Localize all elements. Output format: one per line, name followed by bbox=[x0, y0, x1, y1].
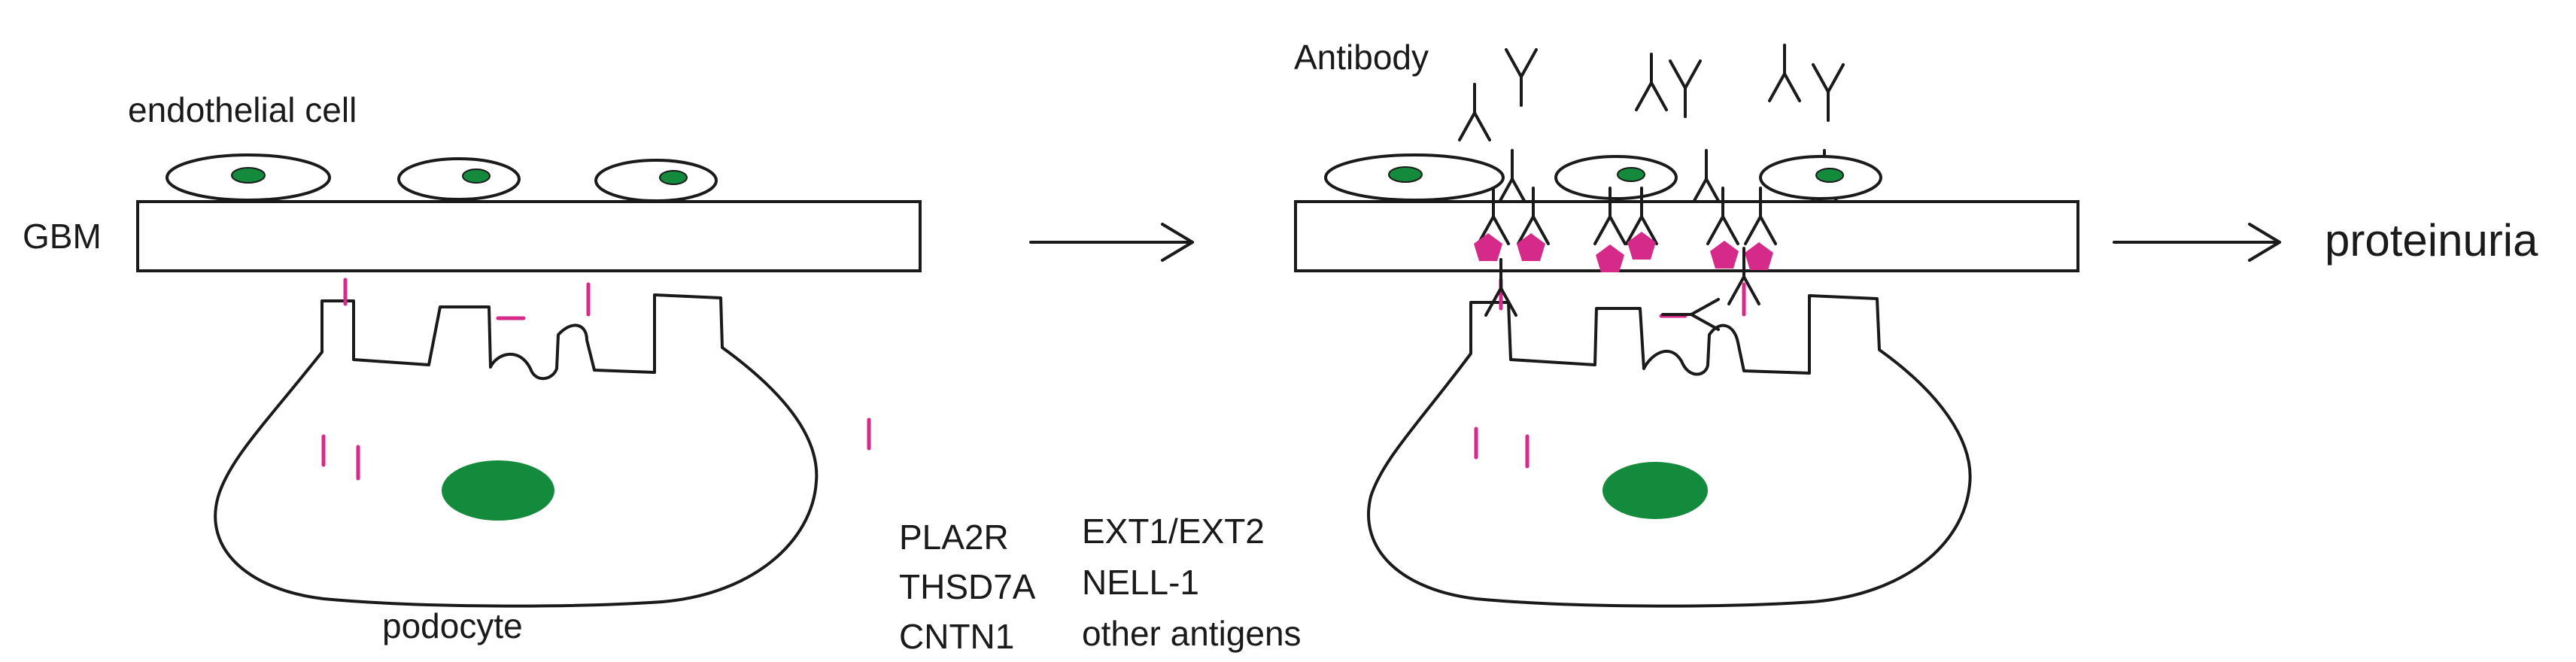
nucleus bbox=[1815, 168, 1844, 183]
nucleus bbox=[1388, 166, 1423, 183]
endothelial-cells-left bbox=[166, 153, 718, 202]
gbm-bar-left bbox=[136, 200, 922, 272]
legend-antigen-3: CNTN1 bbox=[899, 617, 1014, 656]
legend-antigen-2: THSD7A bbox=[899, 567, 1036, 606]
podocyte-nucleus-right bbox=[1602, 462, 1708, 519]
podocyte-outline-left bbox=[214, 293, 819, 608]
antigen-markers-left bbox=[321, 278, 591, 481]
legend-antigen-5: NELL-1 bbox=[1082, 563, 1199, 602]
antigen-legend: PLA2R THSD7A CNTN1 EXT1/EXT2 NELL-1 othe… bbox=[867, 418, 1302, 656]
nucleus bbox=[659, 170, 688, 185]
legend-antigen-4: EXT1/EXT2 bbox=[1082, 512, 1265, 551]
gbm-bar-right bbox=[1294, 200, 2079, 272]
endothelial-cell bbox=[1554, 155, 1678, 200]
nucleus bbox=[231, 167, 266, 184]
arrow-right-icon bbox=[1029, 223, 1194, 262]
gbm-label-left: GBM bbox=[23, 217, 102, 256]
podocyte-nucleus-left bbox=[442, 460, 554, 521]
nucleus bbox=[462, 169, 491, 184]
podocyte-label: podocyte bbox=[382, 606, 523, 645]
endothelial-cells-right bbox=[1324, 153, 1882, 202]
endothelial-cell-label: endothelial cell bbox=[128, 90, 357, 129]
endothelial-cell bbox=[594, 159, 718, 202]
legend-antigen-1: PLA2R bbox=[899, 518, 1009, 557]
antibody-label: Antibody bbox=[1294, 38, 1429, 77]
arrow-right-icon bbox=[2113, 223, 2281, 262]
legend-antigen-6: other antigens bbox=[1082, 614, 1302, 653]
right-panel: Antibody bbox=[1294, 38, 2079, 608]
left-panel: endothelial cell GBM podocyte bbox=[23, 90, 922, 645]
nucleus bbox=[1617, 167, 1645, 182]
podocyte-outline-right bbox=[1367, 294, 1972, 608]
proteinuria-label: proteinuria bbox=[2325, 215, 2538, 266]
endothelial-cell bbox=[397, 157, 521, 201]
